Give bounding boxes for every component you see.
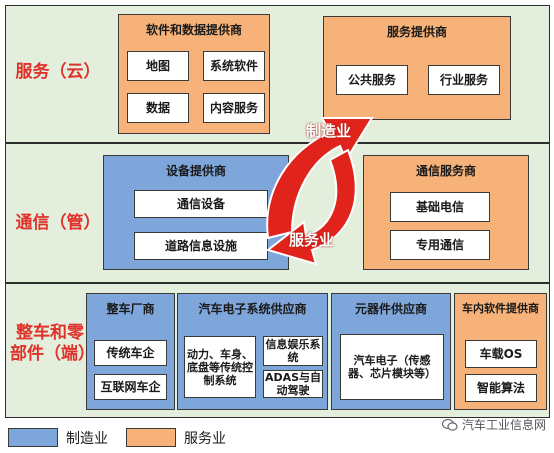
software-data-provider-box: 软件和数据提供商 地图 系统软件 数据 内容服务 [118,14,270,134]
arrow-label-service: 服务业 [289,231,335,249]
onboard-software-box: 车内软件提供商 车载OS 智能算法 [454,293,547,410]
comm-service-provider-box: 通信服务商 基础电信 专用通信 [363,155,529,270]
item-map: 地图 [127,51,189,81]
wechat-icon [441,418,458,431]
item-traditional-control: 动力、车身、底盘等传统控制系统 [184,336,256,398]
item-adas: ADAS与自动驾驶 [263,370,323,398]
legend-swatch-manufacturing [8,428,58,447]
components-box: 元器件供应商 汽车电子（传感器、芯片模块等） [331,293,451,410]
item-basic-telecom: 基础电信 [390,192,490,222]
item-system-software: 系统软件 [203,51,265,81]
watermark: 汽车工业信息网 [441,416,546,433]
arrow-label-manufacturing: 制造业 [306,122,352,140]
components-title: 元器件供应商 [354,302,427,316]
item-data: 数据 [127,93,189,123]
auto-electronics-title: 汽车电子系统供应商 [198,302,307,316]
item-vehicle-os: 车载OS [465,340,537,368]
item-industry-service: 行业服务 [428,65,500,95]
item-infotainment: 信息娱乐系统 [263,336,323,366]
item-internet-oem: 互联网车企 [94,374,167,400]
item-smart-algorithm: 智能算法 [465,374,537,402]
equipment-provider-box: 设备提供商 通信设备 道路信息设施 [103,155,289,270]
watermark-text: 汽车工业信息网 [461,418,546,432]
service-provider-box: 服务提供商 公共服务 行业服务 [323,16,511,120]
tier-label-vehicle: 整车和零部件（端） [10,323,95,364]
oem-box: 整车厂商 传统车企 互联网车企 [86,293,175,410]
tier-label-service: 服务（云） [15,62,101,82]
software-data-provider-title: 软件和数据提供商 [145,23,242,37]
item-dedicated-comm: 专用通信 [390,230,490,260]
legend-label-service: 服务业 [184,431,226,447]
item-auto-electronics: 汽车电子（传感器、芯片模块等） [340,334,444,400]
item-road-infra: 道路信息设施 [134,232,268,260]
item-content-service: 内容服务 [203,93,265,123]
legend-label-manufacturing: 制造业 [66,431,108,447]
oem-title: 整车厂商 [106,302,155,316]
item-public-service: 公共服务 [336,65,408,95]
equipment-provider-title: 设备提供商 [165,164,226,178]
onboard-software-title: 车内软件提供商 [462,302,539,315]
service-provider-title: 服务提供商 [386,25,447,39]
item-traditional-oem: 传统车企 [94,340,167,366]
comm-service-provider-title: 通信服务商 [415,164,476,178]
auto-electronics-box: 汽车电子系统供应商 动力、车身、底盘等传统控制系统 信息娱乐系统 ADAS与自动… [177,293,328,410]
item-comm-equipment: 通信设备 [134,190,268,218]
tier-label-comm: 通信（管） [15,213,101,233]
legend-swatch-service [126,428,176,447]
